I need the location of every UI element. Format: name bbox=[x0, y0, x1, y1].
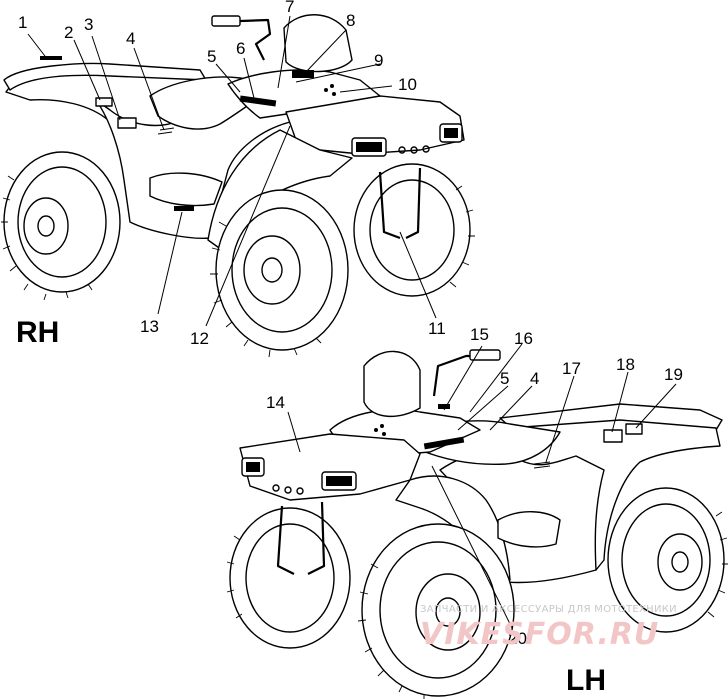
lh-callouts: 14 15 16 5 4 17 18 19 20 LH bbox=[266, 325, 683, 697]
lh-rear-wheel bbox=[607, 487, 728, 633]
lh-front-wheel bbox=[357, 523, 515, 699]
watermark-caption: ЗАПЧАСТИ И АКСЕССУАРЫ ДЛЯ МОТОТЕХНИКИ bbox=[420, 604, 677, 615]
lh-view-label: LH bbox=[566, 664, 606, 697]
callout-16: 16 bbox=[514, 329, 533, 348]
rh-rear-wheel bbox=[1, 151, 121, 301]
callout-20: 20 bbox=[508, 629, 527, 648]
lh-decal-4 bbox=[423, 436, 465, 450]
rh-handlebar bbox=[211, 18, 272, 61]
lh-decal-15 bbox=[438, 404, 450, 409]
callout-10: 10 bbox=[398, 75, 417, 94]
rh-front-wheel-far bbox=[353, 163, 475, 297]
rh-decal-3 bbox=[117, 117, 137, 129]
callout-4: 4 bbox=[126, 29, 135, 48]
watermark: ЗАПЧАСТИ И АКСЕССУАРЫ ДЛЯ МОТОТЕХНИКИ VI… bbox=[420, 604, 677, 652]
rh-callouts: 1 2 3 4 5 6 7 8 9 10 11 12 13 RH bbox=[16, 0, 446, 349]
rh-decal-13 bbox=[174, 206, 194, 211]
callout-1: 1 bbox=[18, 13, 27, 32]
rh-view-label: RH bbox=[16, 316, 59, 349]
atv-lh-drawing bbox=[226, 343, 728, 699]
callout-19: 19 bbox=[664, 365, 683, 384]
callout-4b: 4 bbox=[530, 369, 539, 388]
callout-12: 12 bbox=[190, 329, 209, 348]
callout-14: 14 bbox=[266, 393, 285, 412]
callout-9: 9 bbox=[374, 51, 383, 70]
callout-3: 3 bbox=[84, 15, 93, 34]
atv-rh-drawing bbox=[1, 14, 475, 358]
callout-6: 6 bbox=[236, 39, 245, 58]
rh-decal-1 bbox=[40, 56, 62, 60]
callout-17: 17 bbox=[562, 359, 581, 378]
callout-5: 5 bbox=[207, 47, 216, 66]
callout-18: 18 bbox=[616, 355, 635, 374]
lh-front-wheel-far bbox=[226, 507, 351, 649]
callout-5b: 5 bbox=[500, 369, 509, 388]
lh-decal-18 bbox=[603, 429, 623, 443]
rh-front-body bbox=[227, 69, 381, 119]
watermark-site: VIKESFOR.RU bbox=[420, 617, 659, 652]
callout-2: 2 bbox=[64, 23, 73, 42]
callout-7: 7 bbox=[285, 0, 294, 16]
rh-front-wheel bbox=[210, 189, 349, 358]
callout-13: 13 bbox=[140, 317, 159, 336]
callout-8: 8 bbox=[346, 11, 355, 30]
rh-decal-2 bbox=[95, 97, 113, 107]
callout-11: 11 bbox=[428, 319, 446, 338]
callout-15: 15 bbox=[470, 325, 489, 344]
lh-decal-19 bbox=[625, 423, 643, 435]
rh-decal-6 bbox=[239, 95, 277, 107]
